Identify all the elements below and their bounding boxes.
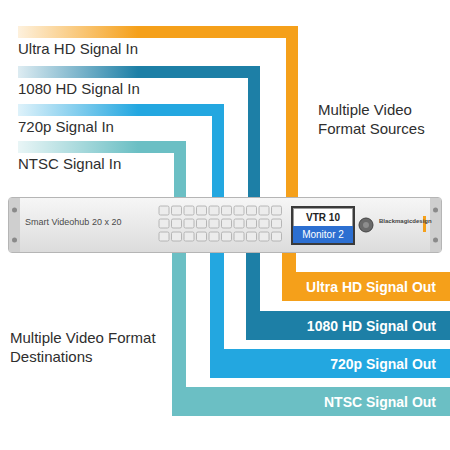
node-text: Monitor 2 <box>302 226 344 243</box>
signal-line <box>18 147 180 197</box>
group-caption: Multiple Video Format Destinations <box>10 328 168 366</box>
node-text: 720p Signal Out <box>330 356 436 372</box>
signal-line <box>246 253 260 311</box>
brand-logo: Blackmagicdesign <box>379 218 432 225</box>
signal-line <box>172 253 186 387</box>
group-caption: Multiple Video Format Sources <box>318 100 440 138</box>
node-text: NTSC Signal Out <box>324 394 436 410</box>
node-text: Ultra HD Signal Out <box>306 279 436 295</box>
output-signal: 1080 HD Signal Out <box>246 311 450 340</box>
display-screen: VTR 10 <box>293 208 353 226</box>
node-text: NTSC Signal In <box>18 155 121 172</box>
router-device: Smart Videohub 20 x 20 VTR 10Monitor 2 Bla… <box>8 197 442 253</box>
node-text: VTR 10 <box>306 209 340 226</box>
signal-line <box>18 72 254 197</box>
input-signal: Ultra HD Signal In <box>18 26 138 57</box>
input-signal: NTSC Signal In <box>18 141 121 172</box>
output-signal: NTSC Signal Out <box>172 387 450 416</box>
signal-line <box>210 253 224 349</box>
output-signal: Ultra HD Signal Out <box>282 272 450 301</box>
input-signal: 720p Signal In <box>18 104 114 135</box>
node-text: 720p Signal In <box>18 118 114 135</box>
input-signal: 1080 HD Signal In <box>18 66 140 97</box>
signal-line <box>282 253 296 272</box>
signal-line <box>18 110 218 197</box>
output-signal: 720p Signal Out <box>210 349 450 378</box>
node-text: 1080 HD Signal In <box>18 80 140 97</box>
node-text: Ultra HD Signal In <box>18 40 138 57</box>
signal-line <box>18 32 292 197</box>
node-text: 1080 HD Signal Out <box>307 318 436 334</box>
node-text: Smart Videohub 20 x 20 <box>25 217 121 227</box>
display-screen: Monitor 2 <box>293 226 353 243</box>
